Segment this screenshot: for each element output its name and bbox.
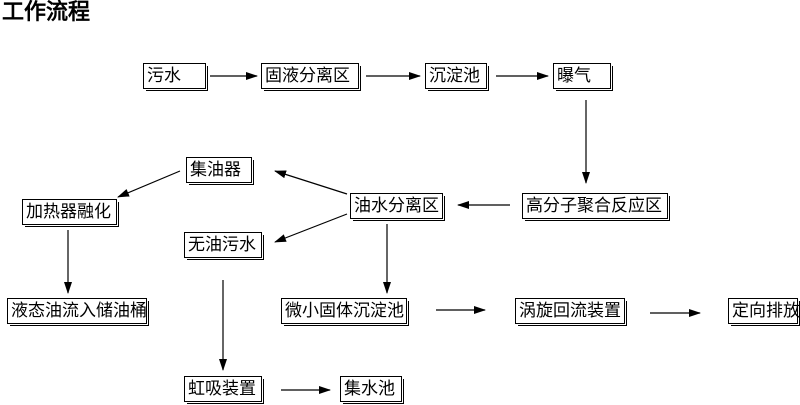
node-youshuifenliqu: 油水分离区 — [350, 193, 445, 221]
node-yetaiyou: 液态油流入储油桶 — [7, 298, 149, 326]
node-puqi: 曝气 — [553, 63, 613, 91]
node-wuyouwushui: 无油污水 — [184, 232, 264, 260]
arrow-youshui-wuyouwushui — [274, 213, 348, 243]
node-jiareqi: 加热器融化 — [22, 199, 119, 227]
node-woxuanhuiliu: 涡旋回流装置 — [515, 298, 627, 326]
node-jiyouqi: 集油器 — [186, 157, 254, 185]
node-guyefenliqu: 固液分离区 — [261, 63, 361, 91]
node-hongxizhuangzhi: 虹吸装置 — [184, 376, 264, 404]
node-weixiaoguti: 微小固体沉淀池 — [281, 298, 409, 326]
arrow-jiyouqi-jiareqi — [117, 170, 181, 198]
node-gaofenzi: 高分子聚合反应区 — [522, 193, 670, 221]
node-dingxiangpaifang: 定向排放 — [728, 298, 800, 326]
page-title: 工作流程 — [2, 0, 91, 25]
node-chendianchi: 沉淀池 — [425, 63, 489, 91]
node-jishuichi: 集水池 — [340, 376, 404, 404]
arrow-youshui-jiyouqi — [274, 170, 348, 195]
node-wushui: 污水 — [143, 63, 208, 91]
